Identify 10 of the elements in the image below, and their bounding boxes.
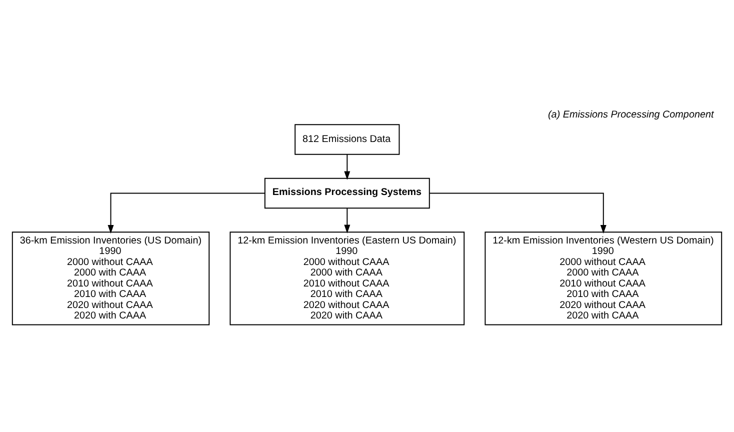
node-box: 12-km Emission Inventories (Eastern US Domain) 1990 2000 without CAAA 2000 with CAAA 2010 without CAAA 2010 with CAAA 2020 without CAAA 2020 with CAAA [230,232,465,326]
node-box: 812 Emissions Data [294,124,400,155]
arrow [108,192,266,234]
node-box: 12-km Emission Inventories (Western US Domain) 1990 2000 without CAAA 2000 with CAAA 2010 without CAAA 2010 with CAAA 2020 without CAAA 2020 with CAAA [484,232,722,326]
node-box: 36-km Emission Inventories (US Domain) 1990 2000 without CAAA 2000 with CAAA 2010 without CAAA 2010 with CAAA 2020 without CAAA 2020 with CAAA [12,232,210,326]
arrow [344,208,350,234]
arrow [429,192,606,234]
node-box: Emissions Processing Systems [264,178,430,209]
diagram-title: (a) Emissions Processing Component [548,110,714,121]
arrow [344,154,350,180]
